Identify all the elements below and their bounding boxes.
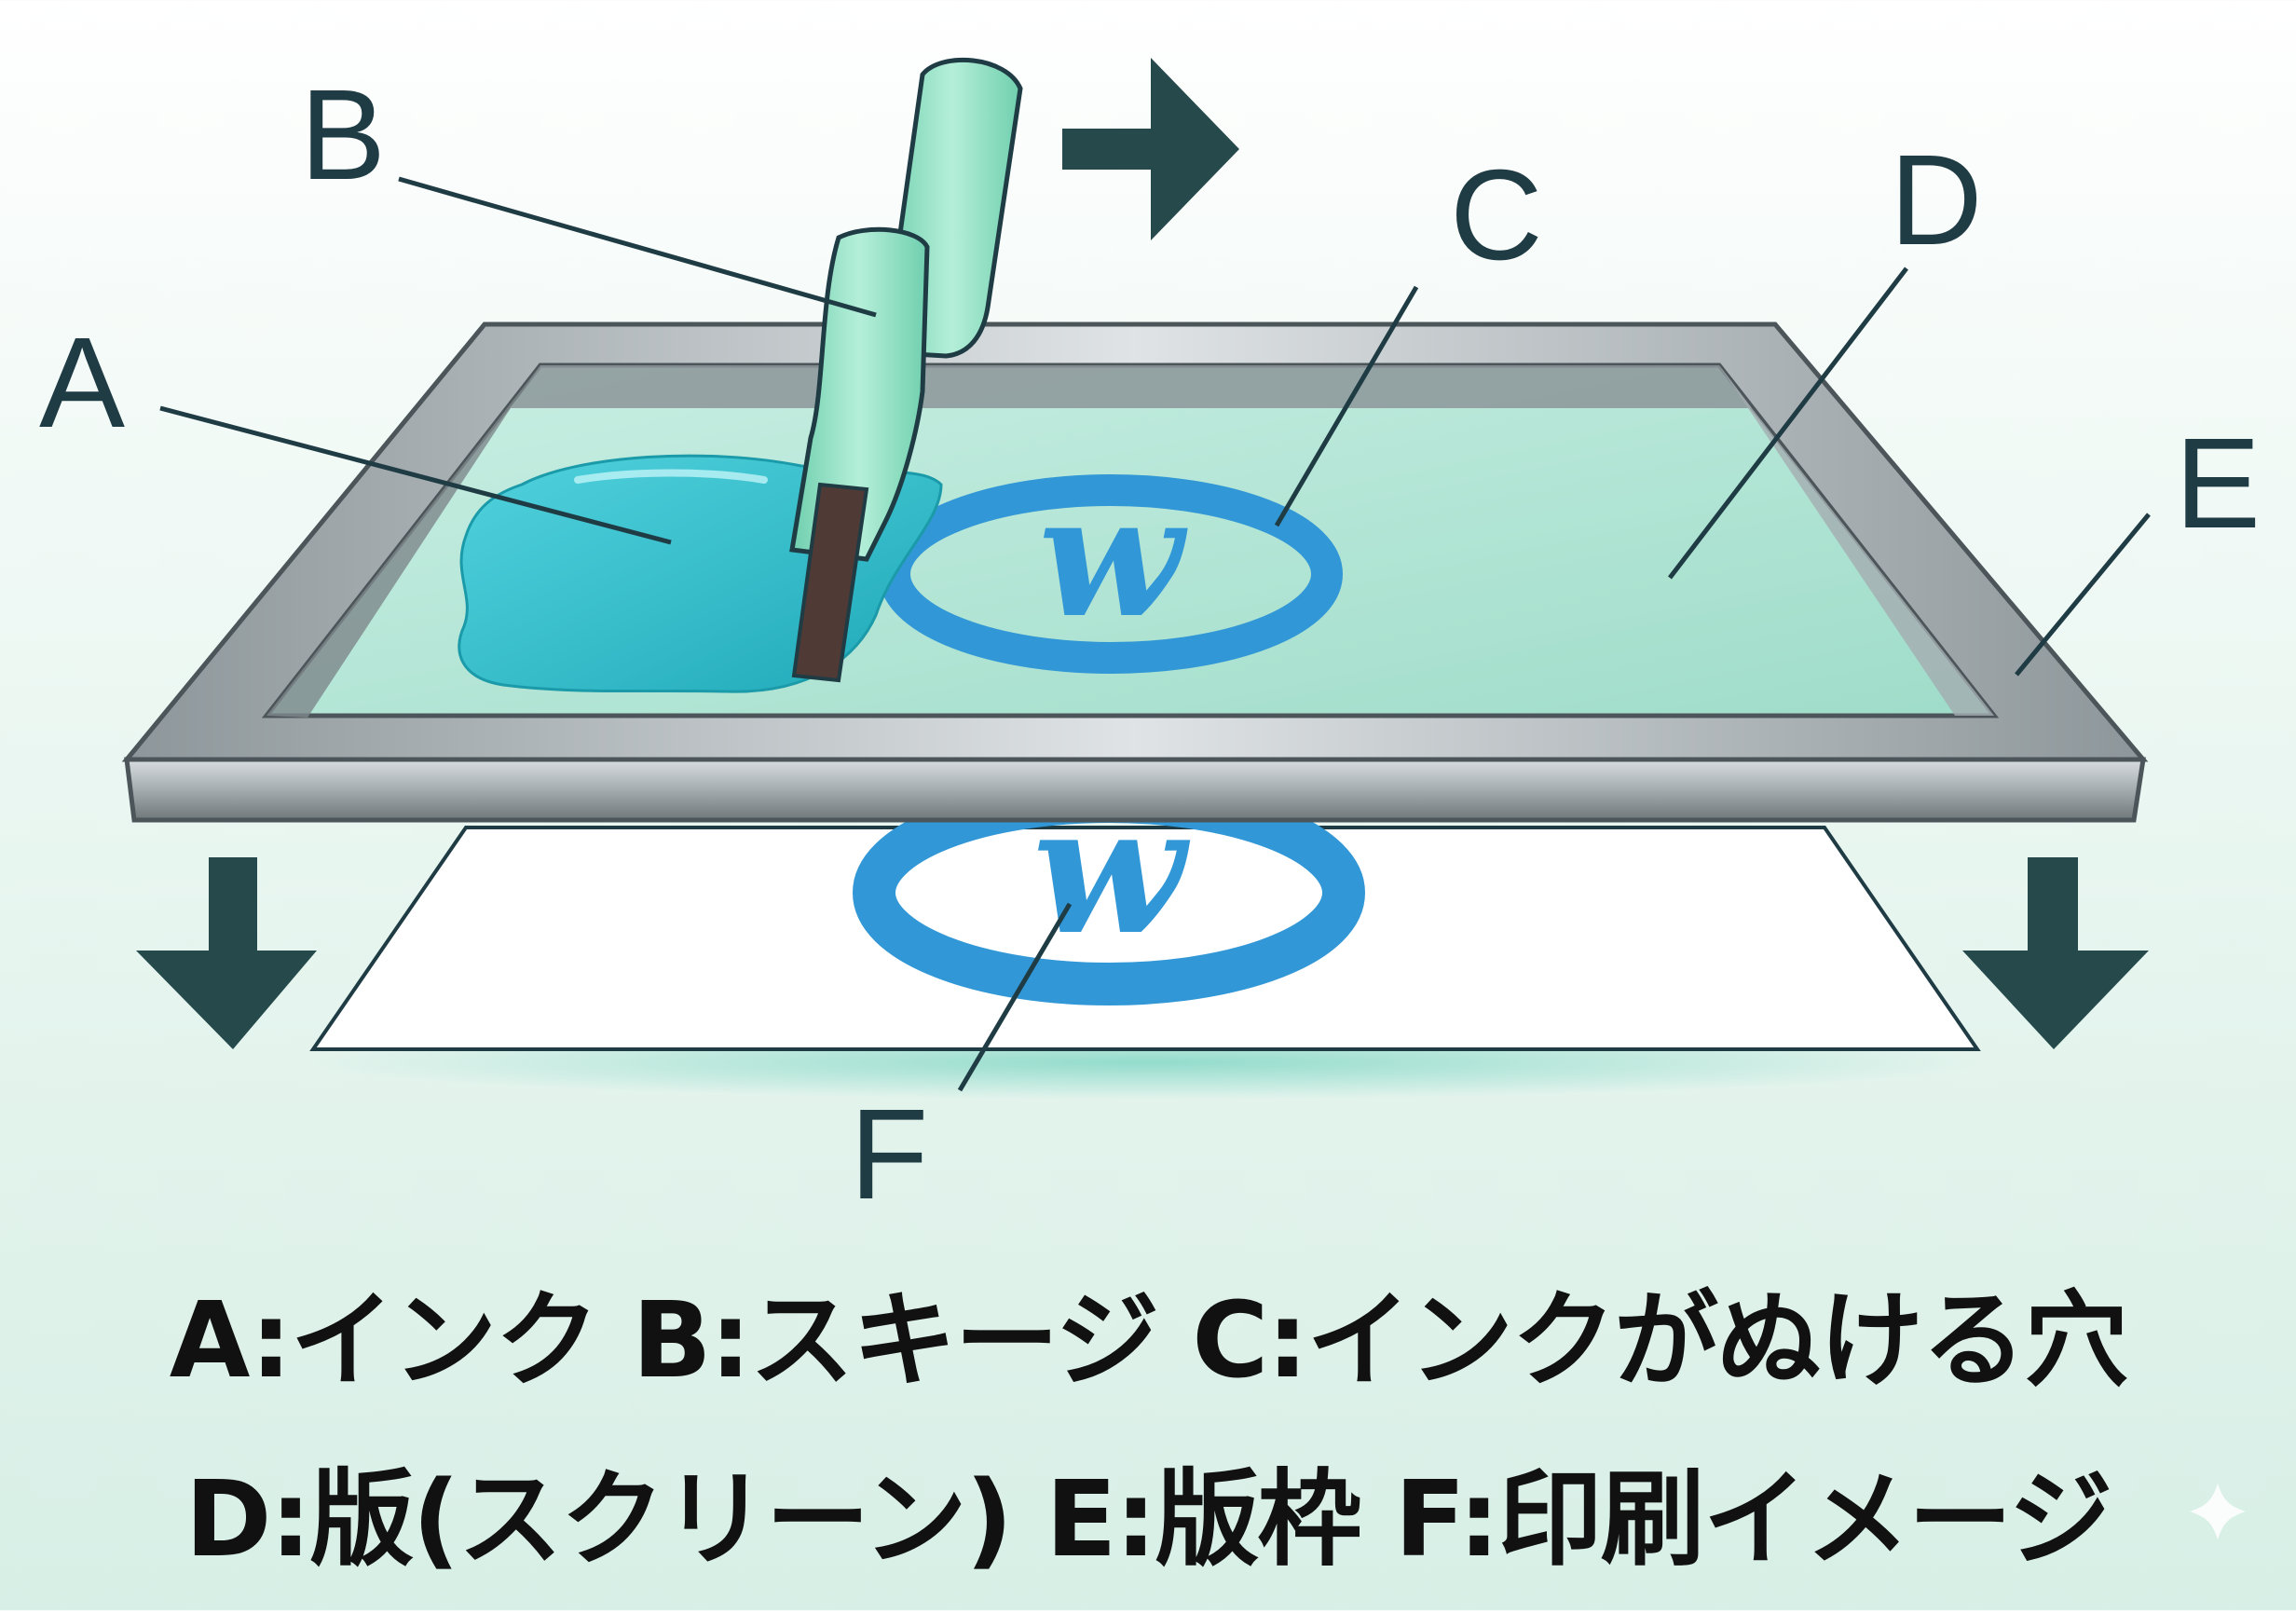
label-d: D	[1890, 129, 1983, 272]
sparkle-icon	[2190, 1484, 2246, 1539]
caption-line-2: D:版(スクリーン) E:版枠 F:印刷イメージ	[184, 1459, 2113, 1580]
stencil-logo-letter: w	[1039, 458, 1189, 655]
leader-line-a	[159, 405, 672, 545]
label-c: C	[1450, 144, 1543, 287]
frame-inner-left	[266, 365, 540, 718]
leader-lines	[159, 176, 2151, 1092]
leader-line-c	[1274, 285, 1419, 527]
leader-line-e	[2015, 513, 2151, 677]
label-f: F	[850, 1083, 928, 1226]
arrow-down-icon	[136, 857, 317, 1049]
squeegee-blade	[791, 482, 869, 683]
frame-inner-back	[511, 365, 1752, 408]
squeegee-body	[789, 226, 930, 562]
frame-front-face	[124, 757, 2146, 823]
label-b: B	[300, 63, 386, 207]
print-paper	[309, 826, 1981, 1051]
squeegee	[789, 57, 1023, 683]
arrow-right-icon	[1062, 58, 1239, 240]
leader-line-d	[1668, 267, 1908, 580]
caption-line-1: A:インク B:スキージ C:インクがぬける穴	[169, 1280, 2128, 1402]
label-e: E	[2175, 412, 2261, 555]
leader-line-b	[398, 176, 877, 318]
arrow-down-icon	[1962, 857, 2149, 1049]
leader-line-f	[957, 902, 1073, 1092]
label-a: A	[39, 311, 125, 455]
ink-highlight	[574, 469, 768, 484]
